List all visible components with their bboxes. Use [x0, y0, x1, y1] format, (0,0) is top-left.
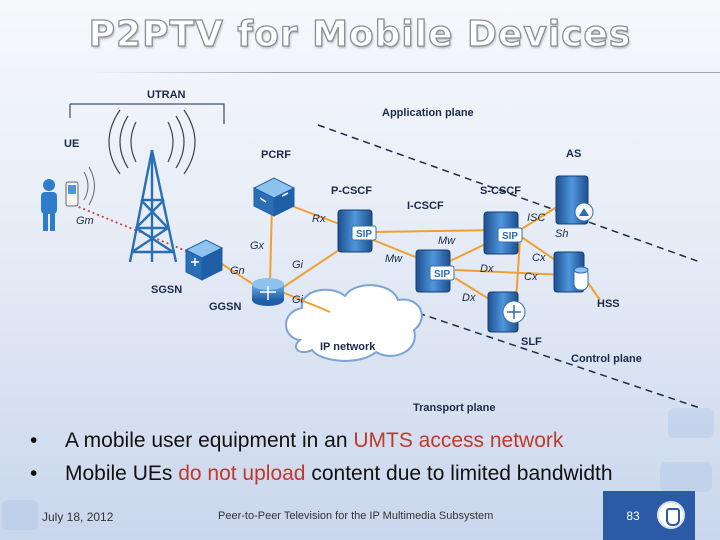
bullet-text: Mobile UEs [65, 462, 179, 485]
if-mw-2: Mw [385, 253, 403, 265]
sip-badge: SIP [356, 229, 372, 240]
radio-tower-icon [128, 149, 178, 263]
page-number-box: 83 [603, 491, 695, 540]
p-cscf-server-icon: SIP [337, 209, 377, 253]
bullet-item: • Mobile UEs do not upload content due t… [30, 457, 670, 490]
sgsn-node-icon [184, 239, 224, 281]
if-gx: Gx [250, 240, 265, 252]
s-cscf-server-icon: SIP [483, 211, 523, 255]
label-transport-plane: Transport plane [413, 402, 496, 414]
label-as: AS [566, 148, 581, 160]
bullet-text: A mobile user equipment in an [65, 429, 354, 452]
radio-waves-icon [108, 109, 196, 175]
application-plane-divider [317, 124, 701, 263]
label-sgsn: SGSN [151, 284, 182, 296]
label-p-cscf: P-CSCF [331, 185, 372, 197]
sip-badge: SIP [434, 269, 450, 280]
page-number: 83 [626, 509, 640, 523]
if-gi-2: Gi [292, 294, 304, 306]
if-gi-1: Gi [292, 259, 304, 271]
label-utran: UTRAN [147, 89, 186, 101]
bullet-highlight: UMTS access network [353, 429, 564, 452]
label-control-plane: Control plane [571, 353, 642, 365]
label-ue: UE [64, 138, 79, 150]
ims-architecture-diagram: SIP SIP SIP UTRAN UE Application plane P… [41, 89, 701, 414]
bullet-item: • A mobile user equipment in an UMTS acc… [30, 424, 670, 457]
bullet-list: • A mobile user equipment in an UMTS acc… [30, 424, 670, 490]
if-rx: Rx [312, 213, 326, 225]
label-slf: SLF [521, 336, 542, 348]
as-server-icon [555, 175, 594, 225]
footer-title: Peer-to-Peer Television for the IP Multi… [218, 510, 494, 522]
label-application-plane: Application plane [382, 107, 474, 119]
mobile-phone-icon [65, 166, 95, 207]
university-logo-icon [657, 501, 685, 529]
label-i-cscf: I-CSCF [407, 200, 444, 212]
hss-database-icon [553, 251, 589, 293]
pcrf-node-icon [252, 177, 296, 217]
ggsn-router-icon [252, 278, 284, 306]
if-dx-2: Dx [462, 292, 476, 304]
background-tile [668, 408, 714, 438]
slide-title: P2PTV for Mobile Devices [88, 13, 632, 55]
label-hss: HSS [597, 298, 620, 310]
radio-link [73, 204, 197, 256]
bullet-glyph: • [30, 429, 38, 452]
bullet-text: content due to limited bandwidth [305, 462, 613, 485]
i-cscf-server-icon: SIP [415, 249, 455, 293]
if-isc: ISC [527, 212, 545, 224]
label-ip-network: IP network [320, 341, 376, 353]
if-gm: Gm [76, 215, 94, 227]
ue-person-icon [41, 179, 57, 231]
utran-bracket [70, 103, 225, 124]
slf-server-icon [487, 291, 526, 333]
background-tile [660, 462, 712, 492]
label-ggsn: GGSN [209, 301, 241, 313]
background-tile [2, 500, 38, 530]
ip-network-cloud [285, 284, 423, 362]
label-s-cscf: S-CSCF [480, 185, 521, 197]
if-dx-1: Dx [480, 263, 494, 275]
if-mw-1: Mw [438, 235, 456, 247]
title-divider [90, 72, 720, 73]
bullet-highlight: do not upload [178, 462, 306, 485]
if-gn: Gn [230, 265, 245, 277]
bullet-glyph: • [30, 462, 38, 485]
footer-date: July 18, 2012 [42, 510, 114, 524]
label-pcrf: PCRF [261, 149, 291, 161]
if-cx-1: Cx [532, 252, 546, 264]
sip-badge: SIP [502, 231, 518, 242]
if-cx-2: Cx [524, 271, 538, 283]
if-sh: Sh [555, 228, 568, 240]
